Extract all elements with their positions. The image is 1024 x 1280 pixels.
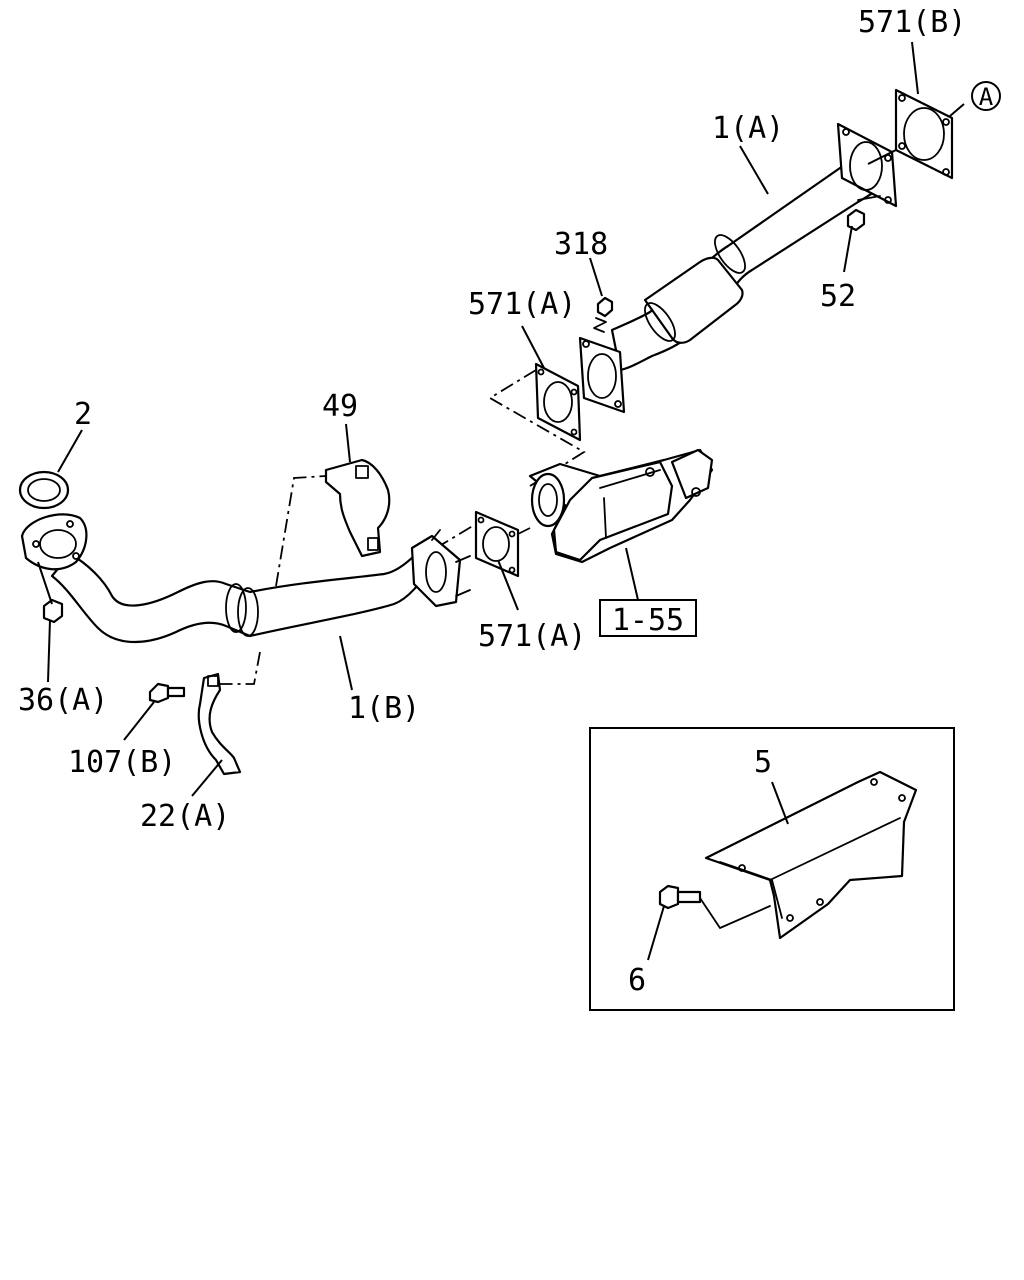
hanger-bracket-49 — [324, 458, 391, 558]
label-2: 2 — [74, 397, 92, 432]
label-107b: 107(B) — [68, 745, 176, 780]
bracket-centerline-22a — [220, 651, 261, 685]
reference-circle-a — [971, 81, 1001, 111]
leader-lines — [37, 41, 965, 961]
label-52: 52 — [820, 279, 856, 314]
label-571b: 571(B) — [858, 5, 966, 40]
label-5: 5 — [754, 745, 772, 780]
label-571a-top: 571(A) — [468, 287, 576, 322]
hanger-centerline-49 — [275, 475, 327, 587]
reference-1-55-label: 1-55 — [612, 603, 684, 638]
converter-1-55 — [528, 448, 714, 564]
heat-shield-5 — [704, 770, 918, 940]
label-49: 49 — [322, 389, 358, 424]
label-1b: 1(B) — [348, 691, 420, 726]
label-571a-middle: 571(A) — [478, 619, 586, 654]
nut-36a — [42, 598, 64, 624]
label-6: 6 — [628, 963, 646, 998]
gasket-571a-middle — [474, 510, 520, 578]
reference-circle-a-label: A — [979, 83, 994, 111]
label-22a: 22(A) — [140, 799, 230, 834]
nut-52 — [846, 195, 881, 232]
inset-frame — [589, 727, 955, 1011]
front-pipe-1b — [20, 513, 471, 644]
gasket-571b — [867, 88, 954, 180]
label-318: 318 — [554, 227, 608, 262]
reference-box-1-55 — [599, 599, 697, 637]
nut-318 — [593, 296, 614, 333]
bolt-107b — [148, 682, 186, 704]
gasket-ring-2 — [18, 470, 70, 510]
rear-pipe-1a — [578, 122, 898, 414]
label-1a: 1(A) — [712, 111, 784, 146]
label-36a: 36(A) — [18, 683, 108, 718]
gasket-571a-top — [534, 362, 582, 442]
bracket-22a — [197, 672, 242, 776]
bolt-6 — [658, 884, 771, 929]
